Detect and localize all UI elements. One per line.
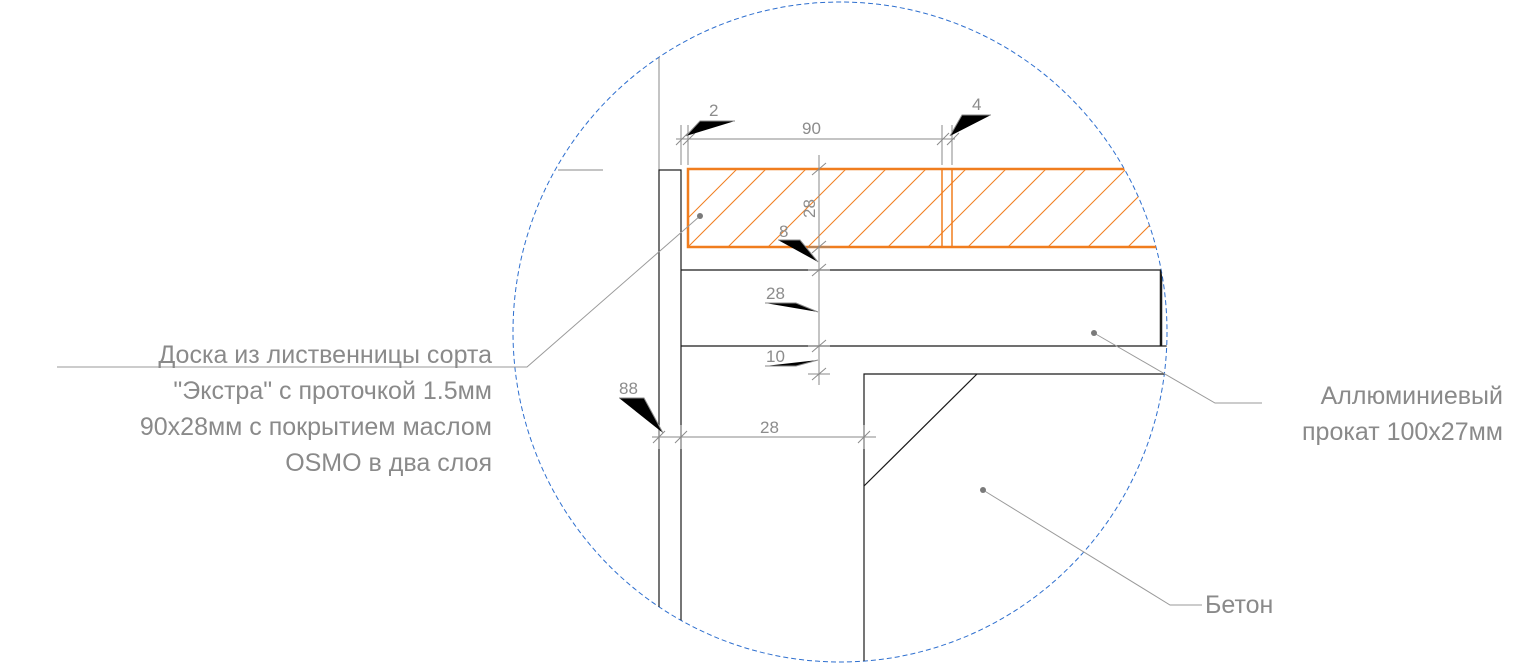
board-callout: Доска из лиственницы сорта "Экстра" с пр…	[140, 337, 492, 481]
aluminium-leader	[1093, 332, 1262, 404]
dim-board-thickness: 28	[800, 199, 819, 218]
board-callout-line1: Доска из лиственницы сорта	[158, 341, 492, 369]
dim-gap-left: 2	[709, 101, 718, 120]
dim-gap-profile-concrete: 10	[766, 347, 785, 366]
aluminium-callout: Аллюминиевый прокат 100x27мм	[1302, 378, 1503, 450]
leader-lines	[57, 215, 1262, 606]
board-callout-line3: 90x28мм с покрытием маслом	[139, 413, 492, 441]
concrete-leader-dot	[980, 487, 986, 493]
aluminium-callout-line1: Аллюминиевый	[1320, 382, 1503, 410]
board-leader-dot	[697, 213, 703, 219]
dim-gap-board-profile: 8	[779, 222, 788, 241]
dim-post-offset: 88	[619, 379, 638, 398]
concrete-leader	[982, 489, 1202, 606]
dimension-lines	[619, 114, 991, 449]
aluminium-leader-dot	[1091, 330, 1097, 336]
dim-board-width: 90	[802, 119, 821, 138]
aluminium-profile	[681, 269, 1167, 347]
dim-profile-thickness: 28	[766, 284, 785, 303]
concrete-callout: Бетон	[1205, 587, 1273, 623]
board-leader	[57, 215, 701, 368]
concrete-block	[863, 373, 1167, 662]
board-callout-line2: "Экстра" с проточкой 1.5мм	[173, 377, 492, 405]
larch-board	[686, 167, 1167, 249]
aluminium-callout-line2: прокат 100x27мм	[1302, 418, 1503, 446]
board-callout-line4: OSMO в два слоя	[285, 449, 492, 477]
vertical-post	[658, 169, 682, 662]
dim-post-to-concrete: 28	[760, 418, 779, 437]
detail-circle	[512, 1, 1168, 663]
concrete-callout-line1: Бетон	[1205, 591, 1274, 619]
dim-gap-right: 4	[972, 95, 981, 114]
